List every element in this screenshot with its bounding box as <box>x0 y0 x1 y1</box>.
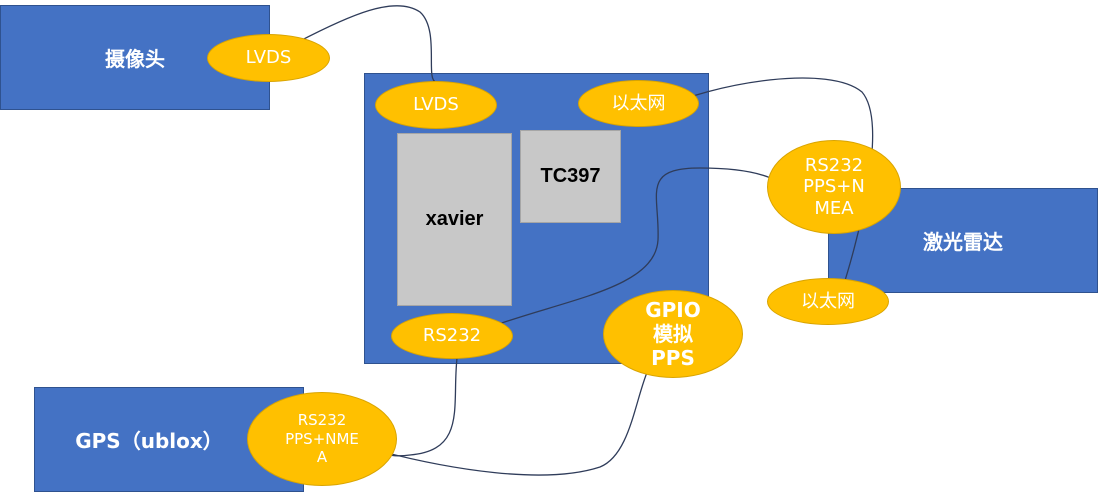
board-gpio-pps-port: GPIO 模拟 PPS <box>603 290 743 378</box>
lidar-ethernet-label: 以太网 <box>801 290 855 312</box>
camera-lvds-port: LVDS <box>207 34 330 82</box>
tc397-label: TC397 <box>540 165 601 187</box>
lidar-label: 激光雷达 <box>923 230 1003 254</box>
board-ethernet-port: 以太网 <box>578 80 699 127</box>
board-rs232-port: RS232 <box>391 313 513 359</box>
board-lvds-label: LVDS <box>413 94 459 116</box>
gps-rs232-label: RS232 PPS+NME A <box>285 410 359 467</box>
tc397-chip: TC397 <box>520 130 621 223</box>
board-gpio-pps-label: GPIO 模拟 PPS <box>645 298 701 370</box>
lidar-rs232-label: RS232 PPS+N MEA <box>803 154 865 219</box>
xavier-label: xavier <box>425 208 484 230</box>
camera-lvds-label: LVDS <box>245 47 292 69</box>
gps-label: GPS（ublox） <box>75 429 223 453</box>
wire-pps-gps <box>371 369 649 476</box>
lidar-rs232-port: RS232 PPS+N MEA <box>767 140 901 234</box>
board-rs232-label: RS232 <box>422 325 482 347</box>
gps-rs232-port: RS232 PPS+NME A <box>247 392 397 486</box>
camera-label: 摄像头 <box>105 47 165 71</box>
lidar-ethernet-port: 以太网 <box>767 278 889 325</box>
xavier-chip: xavier <box>397 133 512 306</box>
board-lvds-port: LVDS <box>375 81 497 129</box>
board-ethernet-label: 以太网 <box>611 92 666 114</box>
